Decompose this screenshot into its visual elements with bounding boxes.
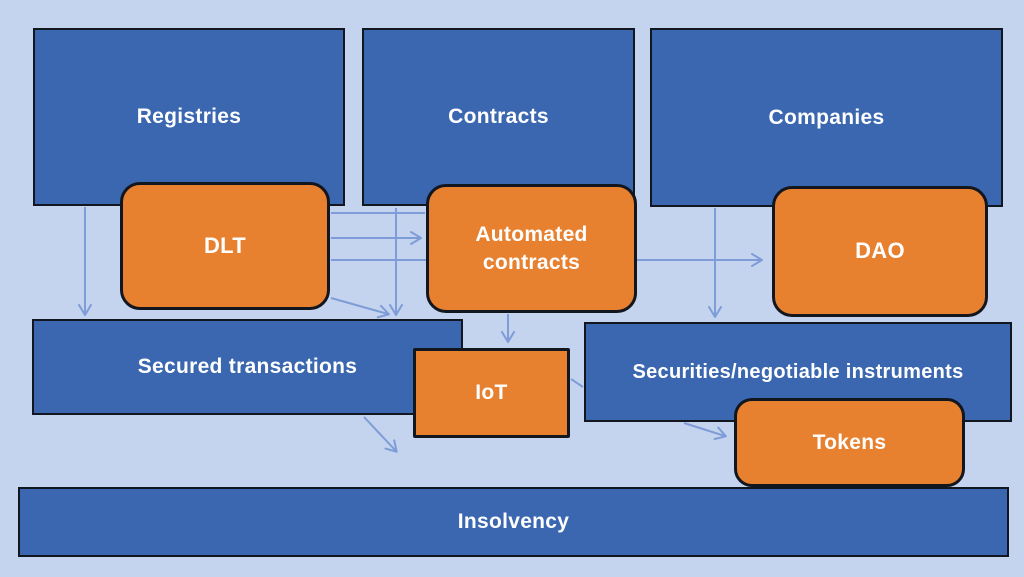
node-dlt: DLT (120, 182, 330, 310)
node-secured-transactions: Secured transactions (32, 319, 463, 415)
node-iot-label: IoT (475, 381, 508, 405)
node-tokens: Tokens (734, 398, 965, 487)
node-dao: DAO (772, 186, 988, 317)
node-secured-transactions-label: Secured transactions (137, 355, 358, 379)
arrow-dlt-secured (330, 297, 390, 319)
node-companies-label: Companies (768, 105, 885, 129)
node-insolvency-label: Insolvency (457, 510, 570, 534)
node-contracts-label: Contracts (448, 105, 549, 129)
node-securities-label: Securities/negotiable instruments (632, 361, 964, 383)
node-tokens-label: Tokens (812, 430, 887, 454)
arrow-secured-insolvency (363, 416, 398, 453)
node-insolvency: Insolvency (18, 487, 1009, 557)
node-dao-label: DAO (855, 238, 905, 264)
line-iot-securities (570, 378, 584, 388)
node-automated-contracts-label: Automated contracts (475, 223, 588, 274)
node-registries-label: Registries (136, 105, 242, 129)
arrow-securities-tokens (683, 422, 727, 440)
node-registries: Registries (33, 28, 345, 206)
node-companies: Companies (650, 28, 1003, 207)
node-automated-contracts: Automated contracts (426, 184, 637, 313)
node-dlt-label: DLT (203, 232, 247, 258)
node-iot: IoT (413, 348, 570, 438)
node-contracts: Contracts (362, 28, 635, 206)
